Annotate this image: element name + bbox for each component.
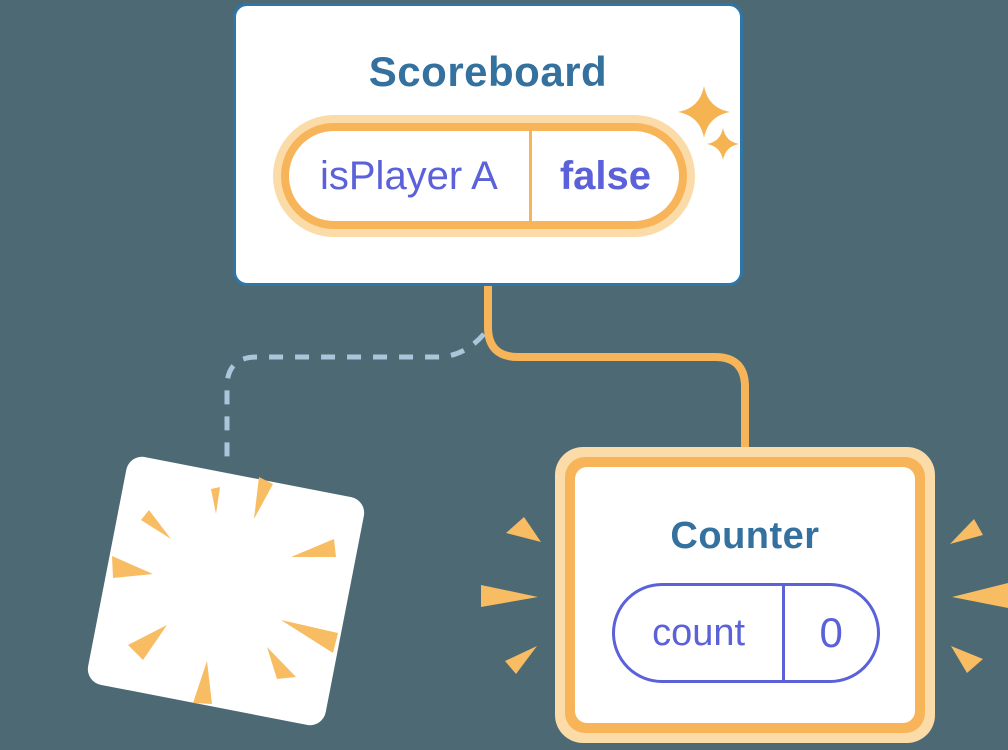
state-value: 0 bbox=[819, 609, 843, 656]
emphasis-burst-icon-right bbox=[950, 519, 1008, 673]
state-name: count bbox=[615, 586, 786, 680]
counter-title: Counter bbox=[670, 515, 820, 557]
removed-branch-connector bbox=[224, 332, 486, 464]
destroyed-component-card bbox=[87, 456, 365, 726]
emphasis-burst-icon-left bbox=[481, 517, 541, 674]
counter-component-card: Counter count 0 bbox=[555, 447, 935, 743]
scoreboard-state-pill: isPlayer A false bbox=[273, 115, 695, 237]
state-pill-core: isPlayer A false bbox=[289, 131, 679, 221]
explosion-burst-icon bbox=[112, 477, 338, 704]
sparkles-icon bbox=[678, 86, 739, 160]
active-branch-connector bbox=[484, 283, 749, 456]
counter-state-pill: count 0 bbox=[612, 583, 880, 683]
state-name: isPlayer A bbox=[319, 153, 498, 198]
state-pill-ring: isPlayer A false bbox=[281, 123, 687, 229]
state-value: false bbox=[528, 131, 679, 221]
scoreboard-title: Scoreboard bbox=[368, 48, 608, 95]
scoreboard-component-card: Scoreboard isPlayer A false bbox=[233, 3, 743, 286]
